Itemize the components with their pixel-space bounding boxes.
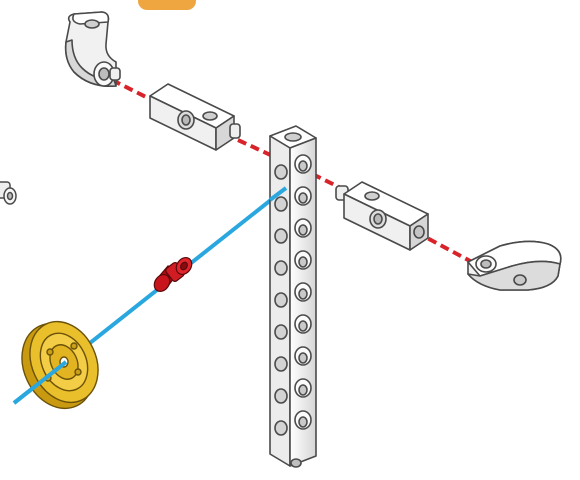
tab-marker [138, 0, 196, 10]
rod-connector-upper-left [150, 84, 240, 150]
rod-connector-right [336, 182, 428, 250]
elbow-connector-top-left [66, 12, 120, 86]
red-bushing [151, 255, 195, 295]
elbow-connector-right [468, 241, 561, 290]
small-peg-far-left [0, 182, 16, 204]
beam-vertical-perforated [270, 126, 316, 467]
